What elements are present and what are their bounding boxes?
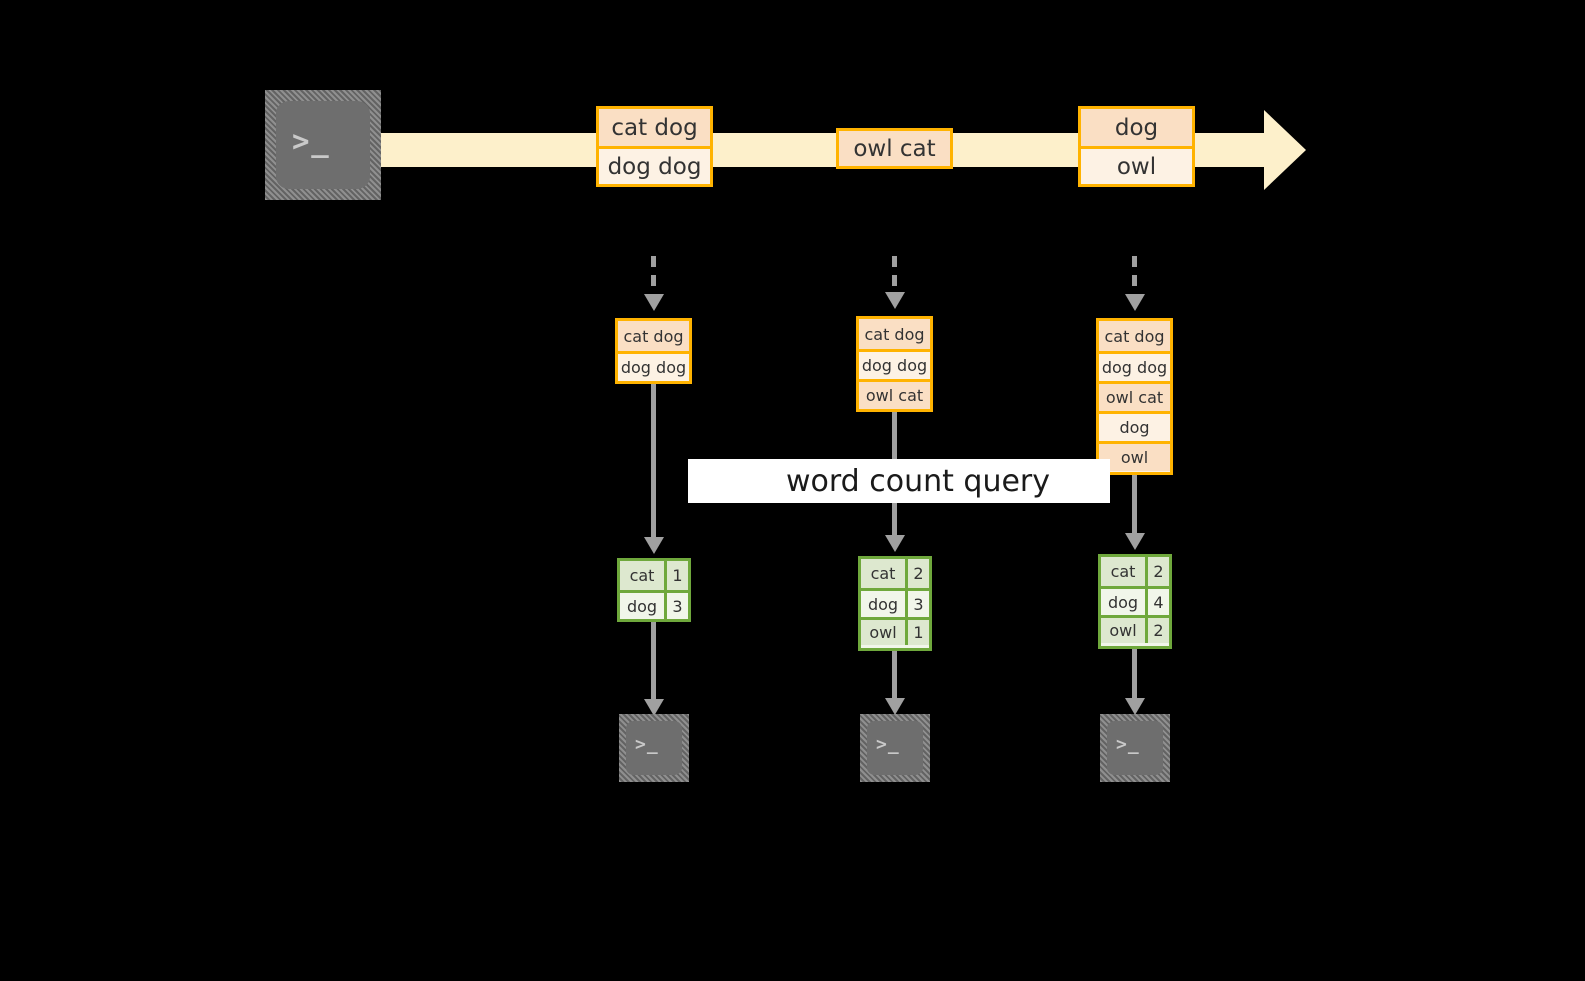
word-count-result-table[interactable]: cat 2 dog 4 owl 2 bbox=[1098, 554, 1172, 649]
accumulated-state-box[interactable]: cat dog dog dog owl cat bbox=[856, 316, 933, 412]
result-count: 2 bbox=[905, 559, 929, 588]
consumer-terminal-icon[interactable]: >_ bbox=[619, 714, 689, 782]
terminal-prompt-glyph: >_ bbox=[292, 124, 331, 158]
terminal-face bbox=[1107, 721, 1163, 775]
result-word: cat bbox=[1101, 557, 1145, 586]
result-to-consumer-line bbox=[1132, 649, 1137, 698]
stream-event-line: cat dog bbox=[599, 109, 710, 146]
table-row: owl 2 bbox=[1101, 615, 1169, 643]
result-word: owl bbox=[1101, 618, 1145, 643]
result-to-consumer-arrowhead bbox=[1125, 698, 1145, 715]
result-to-consumer-arrowhead bbox=[885, 698, 905, 715]
table-row: dog 3 bbox=[620, 590, 688, 619]
state-line: dog dog bbox=[618, 351, 689, 381]
word-count-result-table[interactable]: cat 2 dog 3 owl 1 bbox=[858, 556, 932, 651]
terminal-face bbox=[276, 101, 370, 189]
table-row: cat 1 bbox=[620, 561, 688, 590]
state-to-result-arrowhead bbox=[644, 537, 664, 554]
state-line: dog bbox=[1099, 411, 1170, 441]
result-count: 3 bbox=[664, 593, 688, 619]
result-word: cat bbox=[620, 561, 664, 590]
table-row: cat 2 bbox=[861, 559, 929, 588]
result-word: dog bbox=[861, 591, 905, 617]
producer-terminal-icon[interactable]: >_ bbox=[265, 90, 381, 200]
result-to-consumer-line bbox=[651, 622, 656, 699]
state-to-result-line bbox=[1132, 475, 1137, 533]
stream-to-state-dashed-line bbox=[892, 256, 897, 292]
state-line: owl bbox=[1099, 441, 1170, 471]
result-word: owl bbox=[861, 620, 905, 645]
result-count: 3 bbox=[905, 591, 929, 617]
accumulated-state-box[interactable]: cat dog dog dog owl cat dog owl bbox=[1096, 318, 1173, 475]
result-to-consumer-line bbox=[892, 651, 897, 698]
result-count: 1 bbox=[905, 620, 929, 645]
word-count-result-table[interactable]: cat 1 dog 3 bbox=[617, 558, 691, 622]
state-to-result-line bbox=[651, 384, 656, 537]
state-to-result-arrowhead bbox=[1125, 533, 1145, 550]
terminal-prompt-glyph: >_ bbox=[1116, 734, 1140, 755]
stream-event-line: dog bbox=[1081, 109, 1192, 146]
event-stream-arrowhead bbox=[1264, 110, 1306, 190]
result-count: 4 bbox=[1145, 589, 1169, 615]
consumer-terminal-icon[interactable]: >_ bbox=[1100, 714, 1170, 782]
stream-to-state-dashed-line bbox=[651, 256, 656, 294]
stream-event-box[interactable]: dog owl bbox=[1078, 106, 1195, 187]
stream-event-line: owl bbox=[1081, 146, 1192, 184]
stream-to-state-arrowhead bbox=[1125, 294, 1145, 311]
state-to-result-arrowhead bbox=[885, 535, 905, 552]
stream-to-state-arrowhead bbox=[644, 294, 664, 311]
table-row: cat 2 bbox=[1101, 557, 1169, 586]
result-count: 1 bbox=[664, 561, 688, 590]
terminal-prompt-glyph: >_ bbox=[876, 734, 900, 755]
result-word: dog bbox=[1101, 589, 1145, 615]
result-to-consumer-arrowhead bbox=[644, 699, 664, 716]
state-line: cat dog bbox=[618, 321, 689, 351]
state-line: cat dog bbox=[1099, 321, 1170, 351]
state-line: owl cat bbox=[1099, 381, 1170, 411]
stream-to-state-dashed-line bbox=[1132, 256, 1137, 294]
terminal-prompt-glyph: >_ bbox=[635, 734, 659, 755]
stream-event-box[interactable]: owl cat bbox=[836, 128, 953, 169]
table-row: dog 3 bbox=[861, 588, 929, 617]
state-line: owl cat bbox=[859, 379, 930, 409]
result-word: cat bbox=[861, 559, 905, 588]
state-line: cat dog bbox=[859, 319, 930, 349]
table-row: dog 4 bbox=[1101, 586, 1169, 615]
consumer-terminal-icon[interactable]: >_ bbox=[860, 714, 930, 782]
terminal-face bbox=[867, 721, 923, 775]
query-label: word count query bbox=[688, 459, 1110, 503]
state-line: dog dog bbox=[859, 349, 930, 379]
stream-event-box[interactable]: cat dog dog dog bbox=[596, 106, 713, 187]
terminal-face bbox=[626, 721, 682, 775]
query-label-text: word count query bbox=[785, 463, 1051, 499]
result-count: 2 bbox=[1145, 618, 1169, 643]
stream-event-line: dog dog bbox=[599, 146, 710, 184]
result-count: 2 bbox=[1145, 557, 1169, 586]
result-word: dog bbox=[620, 593, 664, 619]
state-line: dog dog bbox=[1099, 351, 1170, 381]
table-row: owl 1 bbox=[861, 617, 929, 645]
accumulated-state-box[interactable]: cat dog dog dog bbox=[615, 318, 692, 384]
stream-to-state-arrowhead bbox=[885, 292, 905, 309]
stream-event-line: owl cat bbox=[839, 131, 950, 166]
